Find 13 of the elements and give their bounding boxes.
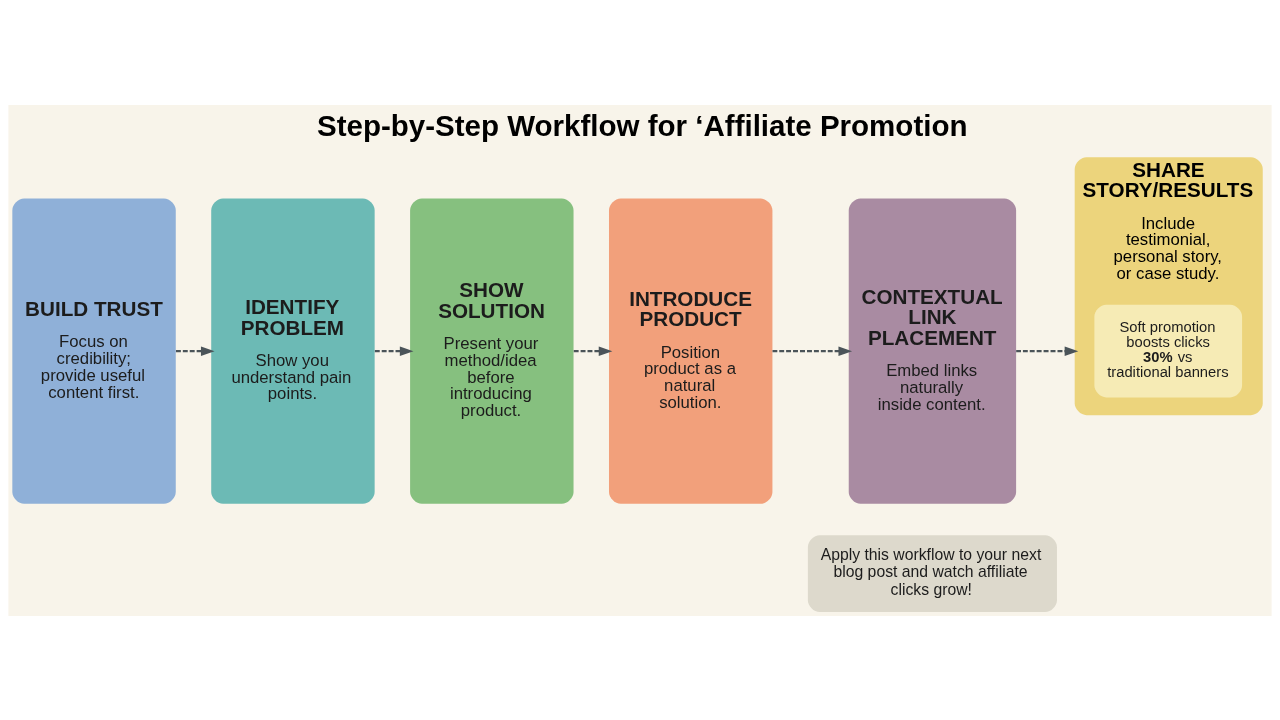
node-box: BUILD TRUST Focus on credibility; provide useful content first.	[12, 198, 176, 504]
node-box: INTRODUCE PRODUCT Position product as a natural solution.	[609, 198, 773, 504]
arrow	[772, 345, 853, 356]
node-box: Soft promotion boosts clicks 30% vs traditional banners	[1094, 304, 1243, 397]
node-box: Apply this workflow to your next blog post and watch affiliate clicks grow!	[807, 534, 1057, 612]
arrow	[1016, 345, 1079, 356]
arrow	[573, 345, 613, 356]
node-box: CONTEXTUAL LINK PLACEMENT Embed links naturally inside content.	[848, 198, 1017, 504]
diagram-title: Step-by-Step Workflow for ‘Affiliate Promotion	[317, 108, 968, 142]
arrow	[175, 345, 215, 356]
arrow	[374, 345, 414, 356]
node-box: SHOW SOLUTION Present your method/idea before introducing product.	[410, 198, 574, 504]
node-box: IDENTIFY PROBLEM Show you understand pain points.	[211, 198, 375, 504]
